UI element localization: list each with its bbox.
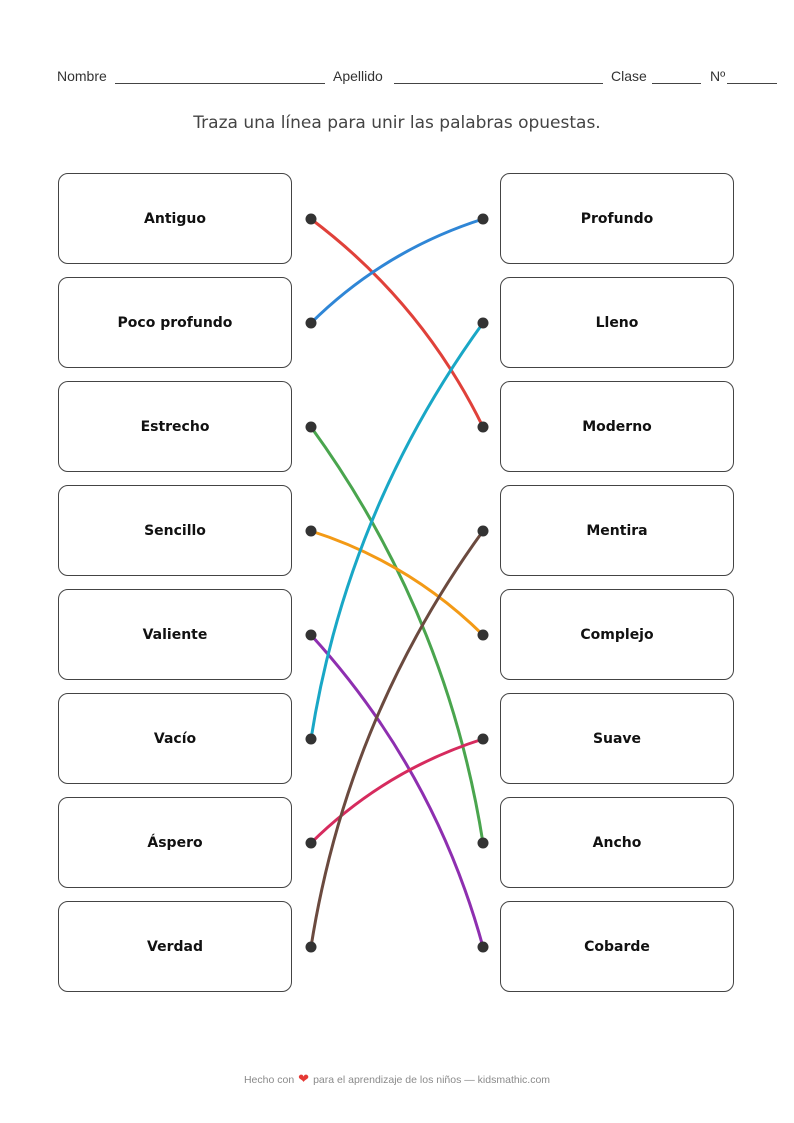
- nombre-label: Nombre: [57, 68, 107, 84]
- right-connector-dot[interactable]: [477, 213, 489, 225]
- left-word-box: Verdad: [58, 901, 292, 992]
- right-connector-dot[interactable]: [477, 837, 489, 849]
- right-word-box: Ancho: [500, 797, 734, 888]
- numero-label: Nº: [710, 68, 726, 84]
- footer-text-after: para el aprendizaje de los niños — kidsm…: [313, 1074, 551, 1086]
- right-connector-dot[interactable]: [477, 317, 489, 329]
- heart-icon: ❤: [298, 1071, 310, 1086]
- clase-label: Clase: [611, 68, 647, 84]
- student-info-header: Nombre Apellido Clase Nº: [57, 68, 777, 88]
- match-line: [309, 425, 485, 845]
- apellido-label: Apellido: [333, 68, 383, 84]
- left-word-box: Antiguo: [58, 173, 292, 264]
- right-word-box: Suave: [500, 693, 734, 784]
- match-line: [309, 737, 485, 845]
- match-line: [309, 529, 485, 949]
- right-word-box: Cobarde: [500, 901, 734, 992]
- right-connector-dot[interactable]: [477, 941, 489, 953]
- match-line: [309, 217, 485, 325]
- footer-text-before: Hecho con: [243, 1074, 295, 1086]
- right-connector-dot[interactable]: [477, 733, 489, 745]
- left-word-box: Áspero: [58, 797, 292, 888]
- numero-field[interactable]: [727, 83, 777, 84]
- left-connector-dot[interactable]: [305, 317, 317, 329]
- left-connector-dot[interactable]: [305, 213, 317, 225]
- right-word-box: Profundo: [500, 173, 734, 264]
- left-connector-dot[interactable]: [305, 941, 317, 953]
- right-connector-dot[interactable]: [477, 525, 489, 537]
- left-word-box: Poco profundo: [58, 277, 292, 368]
- right-word-box: Mentira: [500, 485, 734, 576]
- clase-field[interactable]: [652, 83, 701, 84]
- left-connector-dot[interactable]: [305, 837, 317, 849]
- match-line: [309, 529, 485, 637]
- right-connector-dot[interactable]: [477, 421, 489, 433]
- right-word-box: Lleno: [500, 277, 734, 368]
- match-line: [309, 321, 485, 741]
- left-connector-dot[interactable]: [305, 733, 317, 745]
- footer: Hecho con❤para el aprendizaje de los niñ…: [0, 1071, 794, 1087]
- right-word-box: Complejo: [500, 589, 734, 680]
- right-connector-dot[interactable]: [477, 629, 489, 641]
- left-word-box: Estrecho: [58, 381, 292, 472]
- left-word-box: Valiente: [58, 589, 292, 680]
- left-connector-dot[interactable]: [305, 525, 317, 537]
- left-connector-dot[interactable]: [305, 421, 317, 433]
- instruction-text: Traza una línea para unir las palabras o…: [193, 113, 601, 133]
- nombre-field[interactable]: [115, 83, 325, 84]
- left-word-box: Vacío: [58, 693, 292, 784]
- match-line: [309, 633, 485, 949]
- right-word-box: Moderno: [500, 381, 734, 472]
- apellido-field[interactable]: [394, 83, 603, 84]
- left-word-box: Sencillo: [58, 485, 292, 576]
- left-connector-dot[interactable]: [305, 629, 317, 641]
- match-line: [309, 217, 485, 429]
